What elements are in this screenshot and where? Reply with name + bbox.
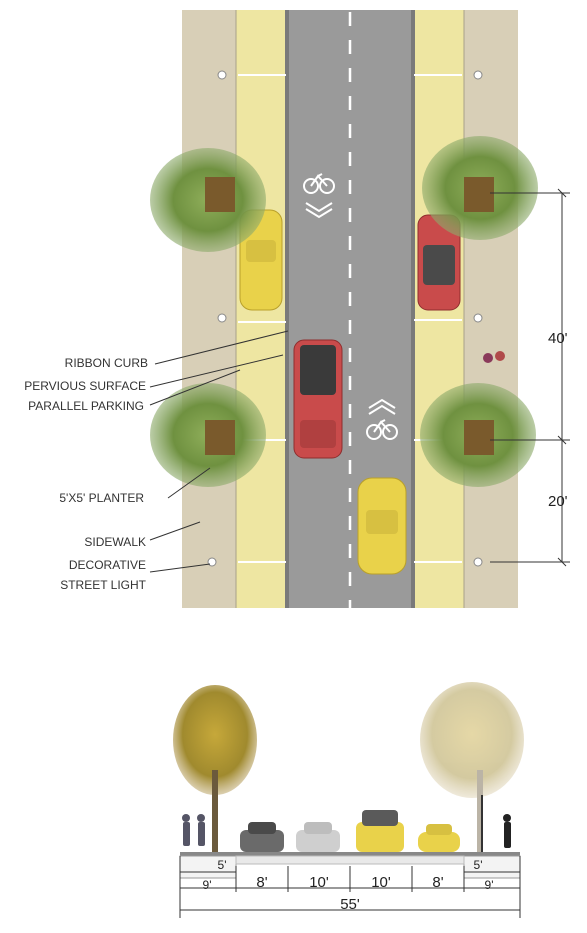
lane-left-width: 10' bbox=[309, 874, 329, 891]
tree-spacing-dimension: 40' bbox=[548, 330, 568, 347]
pedestrians-icon bbox=[483, 351, 505, 363]
pedestrians-left bbox=[182, 814, 205, 846]
pedestrian-right bbox=[503, 814, 511, 848]
tree-planter bbox=[420, 383, 536, 487]
ribbon-curb-right bbox=[411, 10, 415, 608]
tree-planter bbox=[150, 383, 266, 487]
street-light-label-line2: STREET LIGHT bbox=[60, 578, 146, 592]
car-yellow-moving bbox=[357, 477, 407, 575]
dimension-lines bbox=[490, 188, 570, 567]
section-view bbox=[173, 682, 524, 918]
street-light-label-line1: DECORATIVE bbox=[68, 558, 146, 572]
ribbon-curb-label: RIBBON CURB bbox=[64, 356, 148, 370]
section-dimension-lines bbox=[179, 856, 521, 918]
pervious-surface-label: PERVIOUS SURFACE bbox=[24, 379, 146, 393]
plan-view bbox=[149, 10, 570, 608]
tree-right-faded bbox=[420, 682, 524, 852]
bike-lane-symbol-bottom bbox=[366, 398, 398, 440]
tree-planter bbox=[422, 136, 538, 240]
total-width: 55' bbox=[340, 896, 360, 913]
bike-lane-symbol-top bbox=[303, 173, 335, 219]
car-red-moving bbox=[293, 339, 343, 459]
sidewalk-right bbox=[464, 10, 518, 608]
sidewalk-right-width: 9' bbox=[484, 878, 494, 892]
lane-right-width: 10' bbox=[371, 874, 391, 891]
car-gray bbox=[240, 822, 284, 852]
leader-lines bbox=[149, 330, 289, 573]
sidewalk-left-width: 9' bbox=[202, 878, 212, 892]
planter-right-width: 5' bbox=[473, 858, 483, 872]
parallel-parking-label: PARALLEL PARKING bbox=[28, 399, 144, 413]
ribbon-curb-left bbox=[285, 10, 289, 608]
parking-right-width: 8' bbox=[432, 874, 444, 891]
car-yellow-suv bbox=[356, 810, 404, 852]
section-road-base bbox=[235, 855, 465, 865]
light-offset-dimension: 20' bbox=[548, 493, 568, 510]
tree-left bbox=[173, 685, 257, 852]
parking-left-width: 8' bbox=[256, 874, 268, 891]
planter-label: 5'X5' PLANTER bbox=[59, 491, 144, 505]
sidewalk-label: SIDEWALK bbox=[84, 535, 146, 549]
planter-left-width: 5' bbox=[217, 858, 227, 872]
tree-planter bbox=[150, 148, 266, 252]
car-silver bbox=[296, 822, 340, 852]
car-red-parked-right bbox=[417, 214, 461, 311]
sidewalk-left bbox=[182, 10, 236, 608]
section-ground bbox=[180, 852, 520, 856]
car-yellow-small bbox=[418, 824, 460, 852]
